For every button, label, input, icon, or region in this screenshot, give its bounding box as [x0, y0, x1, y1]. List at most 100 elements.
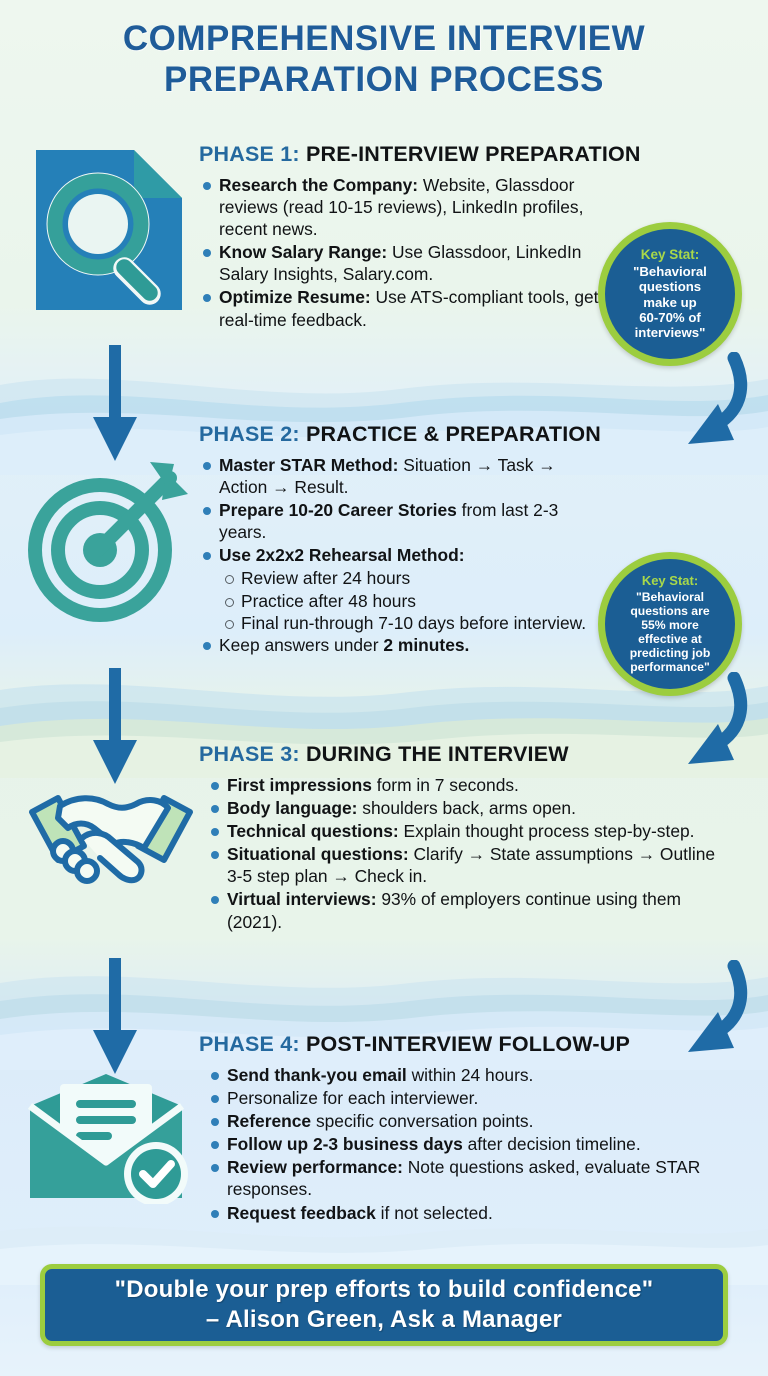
- bullet-bold: First impressions: [227, 775, 372, 795]
- key-stat-line: predicting job: [629, 646, 711, 661]
- phase-4-prefix: PHASE 4:: [199, 1032, 300, 1056]
- key-stat-line: questions: [638, 279, 702, 295]
- key-stat-line: interviews": [634, 325, 706, 341]
- bullet-text: Note questions asked, evaluate STAR resp…: [227, 1157, 701, 1200]
- document-search-icon: [30, 140, 190, 325]
- phase-3-bullets: First impressions form in 7 seconds. Bod…: [207, 774, 732, 933]
- list-item: Final run-through 7-10 days before inter…: [221, 612, 589, 634]
- bullet-text: specific conversation points.: [311, 1111, 534, 1132]
- bullet-text: Clarify → State assumptions → Outline 3-…: [227, 844, 716, 887]
- bullet-bold: 2 minutes.: [383, 634, 470, 655]
- phase-1-bullets: Research the Company: Website, Glassdoor…: [199, 174, 599, 331]
- bullet-bold: Use 2x2x2 Rehearsal Method:: [219, 545, 465, 566]
- phase-4-block: PHASE 4: POST-INTERVIEW FOLLOW-UP Send t…: [199, 1032, 749, 1225]
- title-line-2: PREPARATION PROCESS: [164, 60, 604, 100]
- bullet-bold: Virtual interviews:: [227, 889, 377, 910]
- phase-2-prefix: PHASE 2:: [199, 422, 300, 446]
- list-item: Optimize Resume: Use ATS-compliant tools…: [199, 286, 599, 330]
- banner-attribution: – Alison Green, Ask a Manager: [205, 1306, 563, 1333]
- list-item: Prepare 10-20 Career Stories from last 2…: [199, 499, 589, 543]
- list-item: Master STAR Method: Situation → Task → A…: [199, 454, 589, 498]
- list-item: Keep answers under 2 minutes.: [199, 634, 589, 656]
- key-stat-line: questions are: [630, 603, 710, 618]
- bullet-bold: Follow up 2-3 business days: [227, 1134, 463, 1155]
- list-item: Review performance: Note questions asked…: [207, 1156, 742, 1200]
- bullet-text: Explain thought process step-by-step.: [398, 821, 695, 842]
- key-stat-line: 55% more: [641, 617, 699, 632]
- bullet-bold: Optimize Resume:: [219, 287, 371, 308]
- down-arrow-1-icon: [85, 345, 145, 470]
- phase-3-prefix: PHASE 3:: [199, 742, 300, 766]
- key-stat-badge-2: Key Stat: "Behavioral questions are 55% …: [598, 552, 742, 696]
- list-item: Practice after 48 hours: [221, 590, 589, 612]
- phase-4-heading: PHASE 4: POST-INTERVIEW FOLLOW-UP: [199, 1032, 749, 1057]
- key-stat-text: "Behavioral questions are 55% more effec…: [630, 590, 711, 675]
- phase-2-block: PHASE 2: PRACTICE & PREPARATION Master S…: [199, 422, 719, 657]
- down-arrow-2-icon: [85, 668, 145, 793]
- key-stat-text: "Behavioral questions make up 60-70% of …: [633, 264, 707, 341]
- phase-1-title: PRE-INTERVIEW PREPARATION: [305, 142, 641, 166]
- bullet-bold: Prepare 10-20 Career Stories: [219, 500, 457, 521]
- key-stat-line: "Behavioral: [635, 589, 705, 604]
- key-stat-label: Key Stat:: [641, 572, 699, 588]
- list-item: Use 2x2x2 Rehearsal Method:: [199, 544, 589, 566]
- list-item: Personalize for each interviewer.: [207, 1087, 742, 1109]
- target-arrow-icon: [28, 458, 193, 633]
- phase-3-title: DURING THE INTERVIEW: [305, 742, 569, 766]
- list-item: First impressions form in 7 seconds.: [207, 774, 732, 796]
- list-item: Review after 24 hours: [221, 567, 589, 589]
- bullet-bold: Research the Company:: [219, 175, 419, 195]
- bullet-text: Use ATS-compliant tools, get real-time f…: [219, 287, 599, 330]
- bullet-bold: Technical questions:: [227, 821, 399, 842]
- bullet-bold: Situational questions:: [227, 844, 409, 865]
- list-item: Research the Company: Website, Glassdoor…: [199, 174, 599, 240]
- phase-1-block: PHASE 1: PRE-INTERVIEW PREPARATION Resea…: [199, 142, 719, 332]
- bullet-text: shoulders back, arms open.: [357, 798, 576, 819]
- title-line-1: COMPREHENSIVE INTERVIEW: [122, 19, 646, 58]
- phase-2-subbullets: Review after 24 hours Practice after 48 …: [221, 567, 589, 633]
- phase-4-bullets: Send thank-you email within 24 hours. Pe…: [207, 1064, 742, 1224]
- key-stat-line: 60-70% of: [639, 309, 701, 325]
- list-item: Body language: shoulders back, arms open…: [207, 797, 732, 819]
- phase-3-block: PHASE 3: DURING THE INTERVIEW First impr…: [199, 742, 739, 934]
- bullet-text: form in 7 seconds.: [371, 775, 519, 795]
- list-item: Request feedback if not selected.: [207, 1202, 742, 1224]
- key-stat-line: effective at: [638, 631, 702, 646]
- bullet-text: if not selected.: [375, 1202, 493, 1223]
- bullet-text: 93% of employers continue using them (20…: [227, 889, 682, 932]
- key-stat-line: performance": [630, 660, 710, 675]
- bullet-text: Use Glassdoor, LinkedIn Salary Insights,…: [219, 242, 582, 285]
- bullet-text: Situation → Task → Action → Result.: [219, 455, 556, 498]
- phase-3-heading: PHASE 3: DURING THE INTERVIEW: [199, 742, 739, 767]
- quote-banner: "Double your prep efforts to build confi…: [40, 1264, 728, 1346]
- list-item: Situational questions: Clarify → State a…: [207, 843, 732, 887]
- bullet-bold: Review performance:: [227, 1157, 403, 1178]
- handshake-icon: [22, 782, 200, 892]
- bullet-text: Website, Glassdoor reviews (read 10-15 r…: [219, 175, 584, 240]
- key-stat-line: make up: [643, 294, 697, 310]
- list-item: Follow up 2-3 business days after decisi…: [207, 1133, 742, 1155]
- down-arrow-3-icon: [85, 958, 145, 1083]
- key-stat-label: Key Stat:: [640, 247, 700, 263]
- bullet-text: from last 2-3 years.: [219, 500, 559, 543]
- phase-1-heading: PHASE 1: PRE-INTERVIEW PREPARATION: [199, 142, 719, 167]
- bullet-text: Personalize for each interviewer.: [227, 1088, 479, 1109]
- page-title: COMPREHENSIVE INTERVIEW PREPARATION PROC…: [0, 18, 768, 101]
- bullet-bold: Reference: [227, 1111, 312, 1132]
- list-item: Send thank-you email within 24 hours.: [207, 1064, 742, 1086]
- bullet-bold: Send thank-you email: [227, 1065, 407, 1085]
- list-item: Technical questions: Explain thought pro…: [207, 820, 732, 842]
- phase-2-heading: PHASE 2: PRACTICE & PREPARATION: [199, 422, 719, 447]
- bullet-bold: Know Salary Range:: [219, 242, 388, 263]
- list-item: Reference specific conversation points.: [207, 1110, 742, 1132]
- envelope-check-icon: [22, 1072, 200, 1209]
- phase-4-title: POST-INTERVIEW FOLLOW-UP: [305, 1032, 631, 1056]
- phase-1-prefix: PHASE 1:: [199, 142, 300, 166]
- bullet-text: within 24 hours.: [406, 1065, 534, 1085]
- bullet-text: Keep answers under: [219, 634, 384, 655]
- phase-2-bullets: Master STAR Method: Situation → Task → A…: [199, 454, 589, 656]
- key-stat-line: "Behavioral: [633, 263, 707, 279]
- bullet-bold: Request feedback: [227, 1202, 376, 1223]
- key-stat-badge-1: Key Stat: "Behavioral questions make up …: [598, 222, 742, 366]
